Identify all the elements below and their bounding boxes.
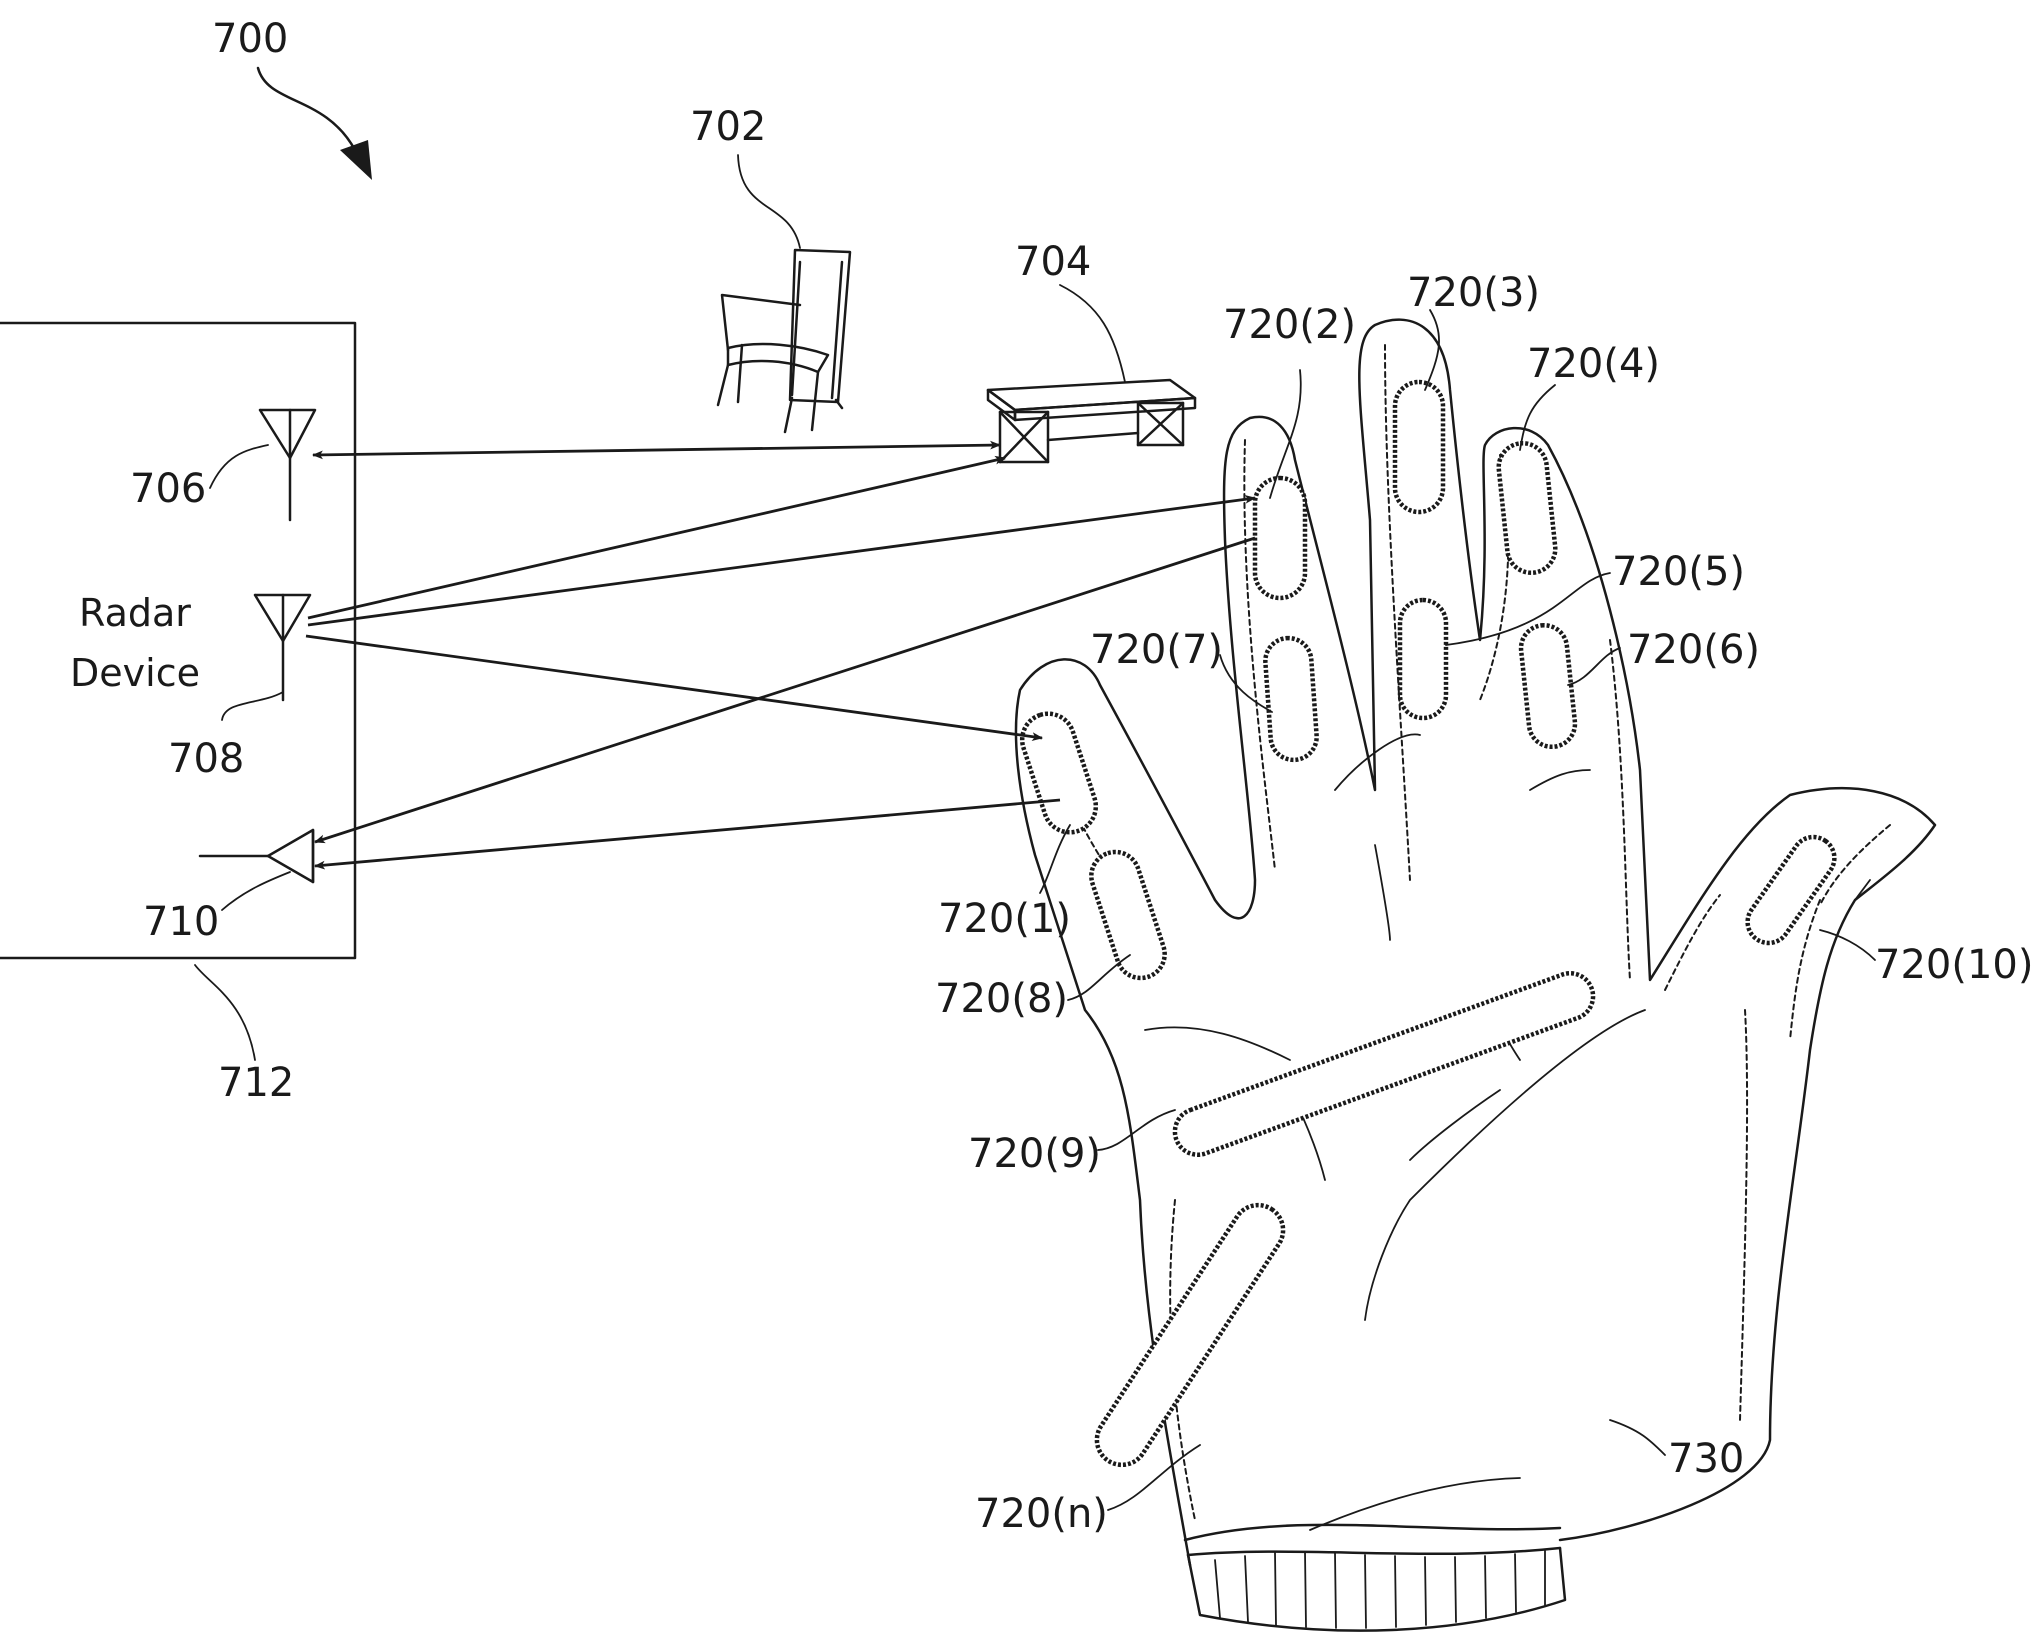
label-712: 712 xyxy=(218,1060,294,1106)
leader-720-7 xyxy=(1219,654,1273,713)
receiver-710-icon xyxy=(198,828,315,884)
label-720-n: 720(n) xyxy=(975,1491,1108,1537)
label-720-1: 720(1) xyxy=(938,896,1071,942)
label-720-5: 720(5) xyxy=(1612,549,1745,595)
label-720-9: 720(9) xyxy=(968,1131,1101,1177)
ray-sensor-2-to-710 xyxy=(313,536,1256,844)
label-720-10: 720(10) xyxy=(1875,942,2033,988)
leader-730 xyxy=(1609,1419,1666,1456)
label-704: 704 xyxy=(1015,239,1091,285)
radar-signal-paths xyxy=(305,440,1257,870)
sensor-720-1 xyxy=(1019,711,1099,835)
sensor-720-8 xyxy=(1089,849,1167,981)
antenna-706-icon xyxy=(258,408,317,522)
label-730: 730 xyxy=(1668,1436,1744,1482)
sensor-720-n xyxy=(1094,1202,1286,1468)
chair-702-icon xyxy=(716,248,852,434)
figure-pointer-arrowhead xyxy=(340,140,372,180)
radar-device: Radar Device xyxy=(0,321,357,960)
sensor-720-9 xyxy=(1172,971,1596,1157)
ray-708-to-table xyxy=(307,455,1007,620)
sensor-720-6 xyxy=(1518,622,1578,750)
sensor-720-4 xyxy=(1496,440,1558,576)
antenna-708-icon xyxy=(253,593,312,702)
label-720-8: 720(8) xyxy=(935,976,1068,1022)
leader-720-1 xyxy=(1039,824,1071,894)
label-720-7: 720(7) xyxy=(1090,627,1223,673)
sensor-720-10 xyxy=(1745,834,1837,946)
radar-device-label-line2: Device xyxy=(70,651,200,695)
leader-720-9 xyxy=(1097,1109,1176,1151)
sensor-720-3 xyxy=(1392,379,1446,515)
table-704-icon xyxy=(986,378,1197,464)
leader-720-10 xyxy=(1819,929,1876,961)
leader-720-8 xyxy=(1067,954,1131,1001)
radar-device-box xyxy=(0,321,357,960)
leader-720-2 xyxy=(1269,369,1302,499)
ray-708-to-sensor-2 xyxy=(307,494,1257,627)
label-720-6: 720(6) xyxy=(1627,627,1760,673)
ray-708-to-sensor-1 xyxy=(305,634,1044,741)
leader-706 xyxy=(209,444,269,489)
leader-720-6 xyxy=(1567,647,1621,686)
label-720-2: 720(2) xyxy=(1223,302,1356,348)
sensor-720-2 xyxy=(1252,475,1308,601)
figure-number: 700 xyxy=(212,16,288,62)
leader-708 xyxy=(221,691,284,721)
label-720-3: 720(3) xyxy=(1407,270,1540,316)
ray-table-to-706 xyxy=(311,440,1002,460)
leader-712 xyxy=(194,964,256,1061)
leader-720-4 xyxy=(1519,384,1556,451)
glove-730-icon xyxy=(1014,318,1937,1632)
label-706: 706 xyxy=(130,466,206,512)
radar-device-label-line1: Radar xyxy=(79,591,191,635)
label-710: 710 xyxy=(143,899,219,945)
leader-702 xyxy=(737,154,801,249)
figure-pointer-arrow xyxy=(256,66,357,152)
leader-720-3 xyxy=(1424,309,1440,391)
leader-704 xyxy=(1059,284,1126,383)
label-708: 708 xyxy=(168,736,244,782)
sensor-pads xyxy=(1019,379,1837,1468)
leader-720-n xyxy=(1107,1444,1201,1511)
leader-710 xyxy=(221,871,291,911)
leader-720-5 xyxy=(1445,572,1611,646)
label-720-4: 720(4) xyxy=(1527,341,1660,387)
label-702: 702 xyxy=(690,104,766,150)
ray-sensor-1-to-710 xyxy=(313,798,1061,870)
sensor-720-7 xyxy=(1263,635,1319,763)
glove-outline xyxy=(1014,318,1937,1567)
sensor-720-5 xyxy=(1397,597,1449,721)
